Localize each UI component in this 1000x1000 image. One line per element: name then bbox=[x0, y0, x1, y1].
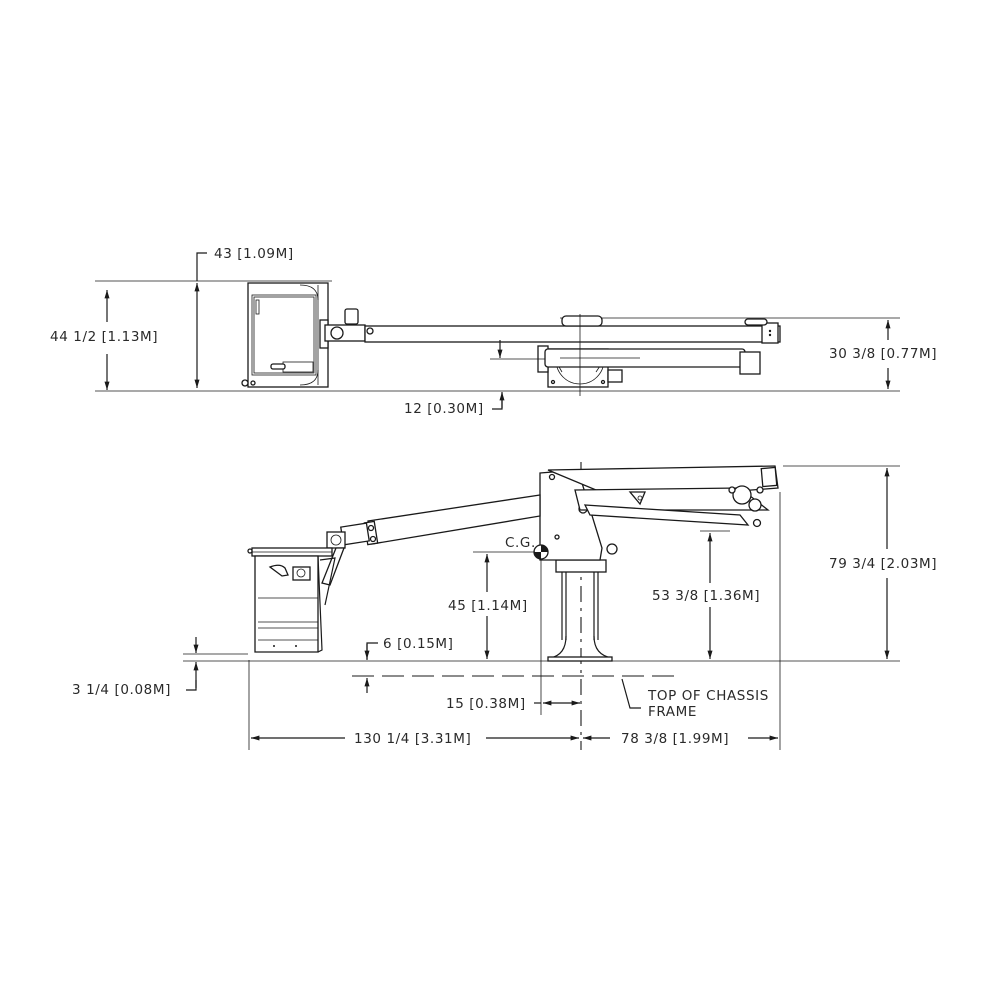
dim-cg-offset: 15 [0.38M] bbox=[446, 696, 580, 712]
dim-base-width: 30 3/8 [0.77M] bbox=[829, 320, 937, 389]
dim-label-platform-floor: 3 1/4 [0.08M] bbox=[72, 682, 171, 698]
dim-rear-length: 78 3/8 [1.99M] bbox=[583, 731, 778, 747]
dim-label-pedestal-height: 53 3/8 [1.36M] bbox=[652, 588, 760, 604]
dim-platform-clearance: 6 [0.15M] bbox=[364, 636, 454, 693]
dim-platform-width: 43 [1.09M] bbox=[194, 246, 294, 388]
dim-label-front-overhang: 130 1/4 [3.31M] bbox=[354, 731, 471, 747]
dim-label-base-width: 30 3/8 [0.77M] bbox=[829, 346, 937, 362]
dim-label-stowed-height: 79 3/4 [2.03M] bbox=[829, 556, 937, 572]
dim-label-platform-clearance: 6 [0.15M] bbox=[383, 636, 454, 652]
upper-boom-top bbox=[324, 308, 781, 344]
cg-marker: C.G. bbox=[505, 535, 549, 560]
dim-label-rear-length: 78 3/8 [1.99M] bbox=[621, 731, 729, 747]
dim-label-platform-width: 43 [1.09M] bbox=[214, 246, 294, 262]
platform-side bbox=[247, 547, 336, 653]
dim-overall-width: 44 1/2 [1.13M] bbox=[50, 290, 158, 390]
chassis-frame-callout: TOP OF CHASSIS FRAME bbox=[621, 678, 769, 720]
callout-line-2: FRAME bbox=[648, 704, 697, 720]
side-view: C.G. bbox=[72, 462, 937, 750]
dim-pedestal-height: 53 3/8 [1.36M] bbox=[652, 530, 760, 659]
platform-top bbox=[241, 282, 329, 388]
top-view: 44 1/2 [1.13M] 43 [1.09M] bbox=[50, 246, 937, 417]
dim-label-cg-height: 45 [1.14M] bbox=[448, 598, 528, 614]
dim-boom-offset: 12 [0.30M] bbox=[404, 340, 545, 417]
dim-stowed-height: 79 3/4 [2.03M] bbox=[829, 468, 937, 659]
callout-line-1: TOP OF CHASSIS bbox=[647, 688, 769, 704]
dim-label-boom-offset: 12 [0.30M] bbox=[404, 401, 484, 417]
rear-boom-side bbox=[547, 465, 779, 528]
dim-label-cg-offset: 15 [0.38M] bbox=[446, 696, 526, 712]
cg-label: C.G. bbox=[505, 535, 536, 551]
turntable-top bbox=[537, 314, 761, 396]
dim-label-overall-width: 44 1/2 [1.13M] bbox=[50, 329, 158, 345]
pedestal bbox=[547, 559, 613, 662]
dim-cg-height: 45 [1.14M] bbox=[448, 551, 535, 659]
dim-front-overhang: 130 1/4 [3.31M] bbox=[250, 731, 579, 747]
upper-boom-side bbox=[321, 494, 541, 586]
dim-platform-floor: 3 1/4 [0.08M] bbox=[72, 637, 199, 698]
